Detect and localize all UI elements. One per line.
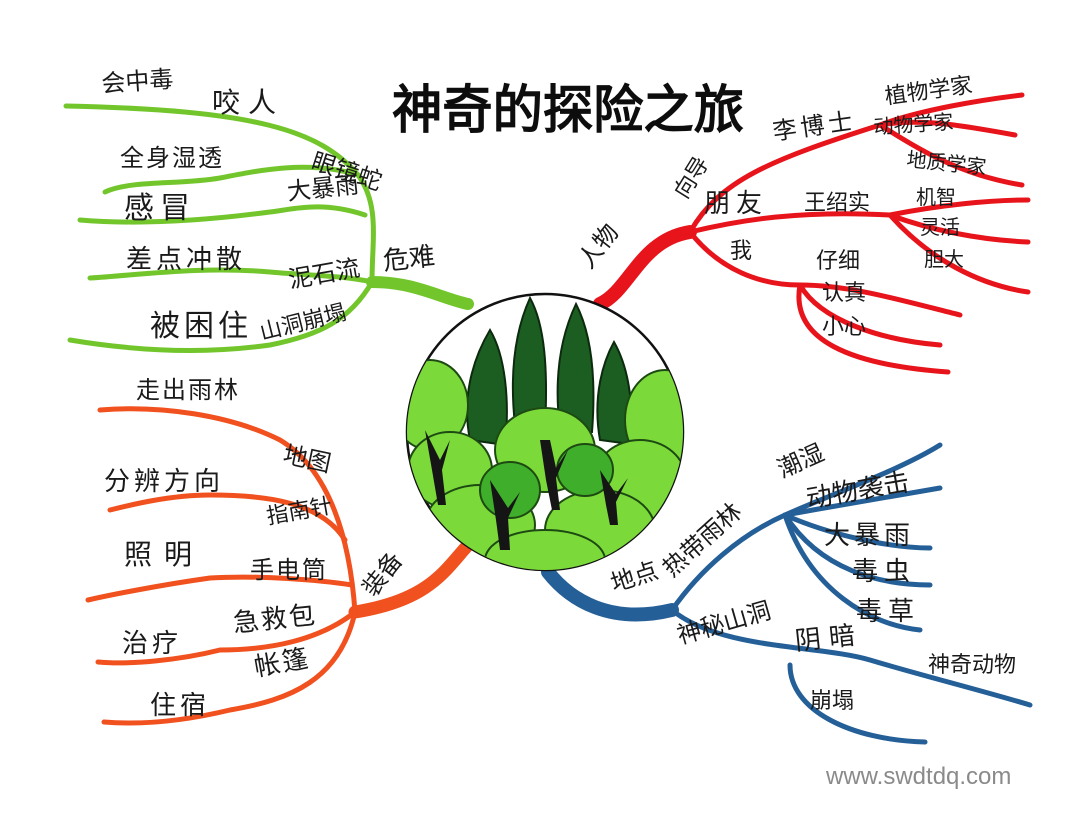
people-item: 我 xyxy=(730,239,752,264)
cypress-tree xyxy=(556,301,595,434)
equipment-item: 走出雨林 xyxy=(136,376,240,404)
tree-trunk xyxy=(540,440,568,510)
branch-danger-line-2 xyxy=(102,164,361,195)
cypress-tree xyxy=(511,295,548,430)
branch-people-trunk xyxy=(593,225,697,311)
watermark-text: www.swdtdq.com xyxy=(825,763,1011,790)
place-item: 神奇动物 xyxy=(928,653,1016,678)
place-item: 潮湿 xyxy=(773,438,828,483)
branch-place xyxy=(541,442,1033,745)
branch-equipment-line-4 xyxy=(95,609,358,666)
place-item: 毒虫 xyxy=(852,557,916,587)
branch-equipment-line-2 xyxy=(107,492,348,543)
branch-danger-line-1 xyxy=(63,103,376,285)
people-labels: 人物 向导 李博士 植物学家 动物学家 地质学家 朋友 王绍实 机智 灵活 胆大… xyxy=(573,73,988,340)
center-forest-globe xyxy=(405,292,685,572)
map-title: 神奇的探险之旅 xyxy=(392,81,744,141)
branch-label-danger: 危难 xyxy=(382,242,437,277)
people-item: 地质学家 xyxy=(905,147,987,179)
danger-item: 大暴雨 xyxy=(286,171,361,206)
equipment-item: 急救包 xyxy=(232,600,319,639)
branch-danger xyxy=(63,103,474,353)
branch-people-line-5 xyxy=(887,212,1031,245)
equipment-item: 分辨方向 xyxy=(104,467,224,497)
branch-danger-trunk xyxy=(366,276,474,310)
place-item: 崩塌 xyxy=(810,689,854,714)
branch-danger-line-4 xyxy=(87,267,375,285)
place-item: 毒草 xyxy=(856,597,920,627)
equipment-item: 住宿 xyxy=(150,691,210,721)
danger-item: 被困住 xyxy=(150,309,252,344)
danger-item: 会中毒 xyxy=(100,65,174,98)
branch-equipment-line-1 xyxy=(97,406,358,615)
branch-place-line-3 xyxy=(782,512,933,551)
equipment-item: 手电筒 xyxy=(250,556,328,584)
danger-item: 泥石流 xyxy=(286,254,362,294)
tree-trunk xyxy=(425,430,450,505)
branch-place-line-4 xyxy=(782,512,933,588)
people-item: 认真 xyxy=(822,281,866,306)
branch-place-line-5 xyxy=(782,512,923,633)
danger-item: 感冒 xyxy=(124,191,196,226)
branch-place-trunk xyxy=(541,565,679,622)
equipment-item: 照明 xyxy=(124,538,204,571)
branch-equipment xyxy=(85,406,475,726)
branch-people-line-1 xyxy=(687,92,1025,235)
branch-place-line-7 xyxy=(787,662,928,745)
branch-people-line-8 xyxy=(797,282,943,348)
branch-people-line-9 xyxy=(796,282,951,375)
people-item: 朋友 xyxy=(704,189,768,219)
place-item: 热带雨林 xyxy=(657,497,747,582)
branch-label-place: 地点 xyxy=(607,556,661,597)
tree-trunk xyxy=(600,470,628,525)
branch-place-line-2 xyxy=(782,485,943,518)
branch-equipment-trunk xyxy=(348,538,475,619)
branch-people-line-2 xyxy=(877,119,1018,138)
people-item: 机智 xyxy=(916,185,956,209)
danger-item: 咬人 xyxy=(212,86,284,119)
people-item: 仔细 xyxy=(816,249,860,274)
people-item: 王绍实 xyxy=(804,191,870,216)
people-item: 动物学家 xyxy=(873,109,954,139)
branch-people-line-6 xyxy=(887,212,1031,295)
branch-people-line-3 xyxy=(877,122,1025,188)
branch-danger-line-5 xyxy=(67,279,375,353)
branch-equipment-line-5 xyxy=(101,609,358,726)
tree-trunk xyxy=(490,480,520,550)
equipment-item: 治疗 xyxy=(122,629,182,659)
branch-label-people: 人物 xyxy=(573,219,625,274)
branch-people-line-4 xyxy=(687,197,1031,235)
people-item: 灵活 xyxy=(920,215,960,239)
place-item: 大暴雨 xyxy=(824,521,914,551)
danger-item: 全身湿透 xyxy=(120,144,224,172)
branch-equipment-line-3 xyxy=(85,574,355,603)
people-item: 李博士 xyxy=(771,107,858,146)
people-item: 小心 xyxy=(822,315,866,340)
branch-danger-line-3 xyxy=(77,204,368,225)
equipment-item: 地图 xyxy=(281,440,334,477)
danger-item: 差点冲散 xyxy=(126,245,246,275)
branch-people xyxy=(593,92,1031,375)
branch-place-line-6 xyxy=(669,607,1033,708)
people-item: 胆大 xyxy=(924,247,964,271)
place-item: 动物袭击 xyxy=(804,467,912,515)
place-item: 阴暗 xyxy=(794,620,865,657)
